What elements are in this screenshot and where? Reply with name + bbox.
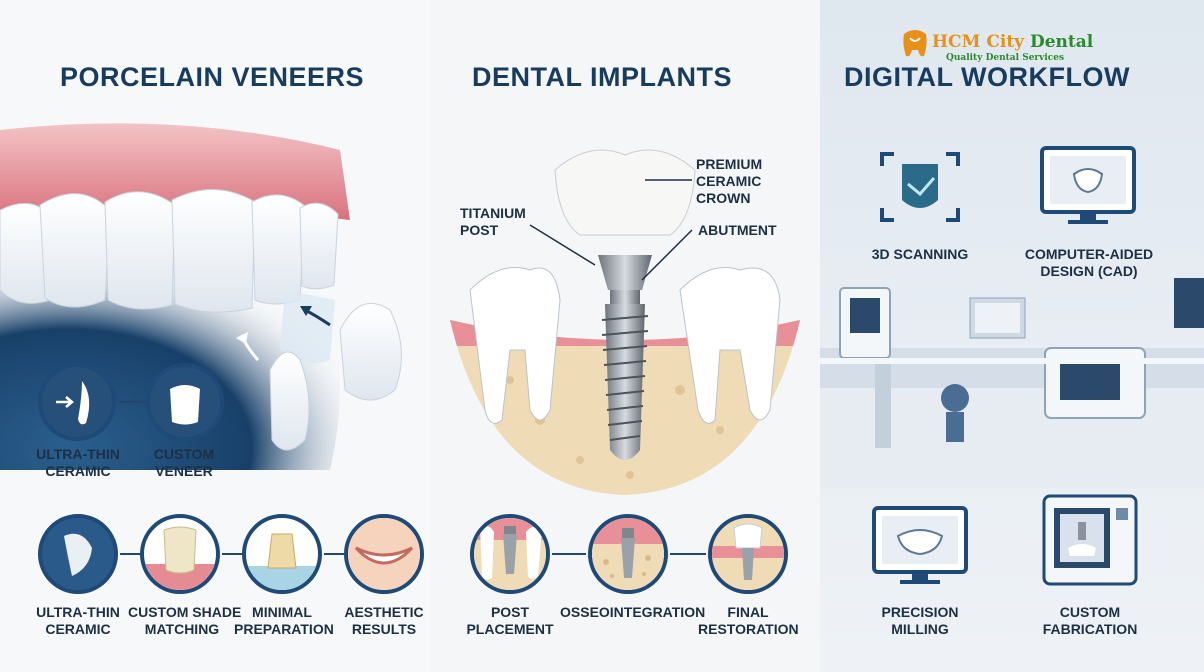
- implant-cross-section: [450, 149, 800, 495]
- mini-label-line: CERAMIC: [45, 463, 111, 479]
- shade-tooth-icon: [144, 526, 216, 590]
- step-label-line: PLACEMENT: [466, 621, 554, 637]
- step-label-line: CERAMIC: [45, 621, 111, 637]
- workflow-label-line: PRECISION: [881, 604, 959, 620]
- step-final-restoration-circle: [708, 514, 788, 594]
- crown-callout: PREMIUM CERAMIC CROWN: [696, 156, 762, 207]
- step-label-line: PREPARATION: [234, 621, 334, 637]
- callout-line: ABUTMENT: [698, 222, 777, 238]
- step-label-line: OSSEOINTEGRATION: [560, 604, 706, 620]
- tooth-logo-icon: [903, 30, 927, 57]
- workflow-label-line: 3D SCANNING: [871, 246, 969, 262]
- step-post-placement-circle: [470, 514, 550, 594]
- callout-line: TITANIUM: [460, 205, 526, 221]
- callout-line: PREMIUM: [696, 156, 763, 172]
- step-label-line: CUSTOM SHADE: [128, 604, 242, 620]
- step-label-line: RESTORATION: [698, 621, 799, 637]
- callout-line: POST: [460, 222, 499, 238]
- implants-panel: DENTAL IMPLANTS: [430, 0, 820, 672]
- final-crown-icon: [712, 518, 784, 590]
- callout-line: CERAMIC: [696, 173, 762, 189]
- step-label-line: ULTRA-THIN: [36, 604, 120, 620]
- implant-post-icon: [474, 518, 546, 590]
- digital-panel: DIGITAL WORKFLOW 3D SCANNING COMPUTER-AI…: [820, 0, 1204, 672]
- ultra-thin-mini-circle: [38, 363, 116, 441]
- step-label-line: MATCHING: [144, 621, 220, 637]
- mini-label-line: ULTRA-THIN: [36, 446, 120, 462]
- step-results-circle: [344, 514, 424, 594]
- veneers-title: PORCELAIN VENEERS: [60, 62, 365, 92]
- brand-name-part2: Dental: [1024, 32, 1094, 52]
- step-ultra-thin-circle: [38, 514, 118, 594]
- dental-lab-illustration: [820, 278, 1204, 488]
- brand-name: HCM City Dental: [932, 32, 1093, 52]
- prepared-tooth-icon: [246, 533, 318, 590]
- custom-veneer-mini-circle: [146, 363, 224, 441]
- workflow-label-line: COMPUTER-AIDED: [1024, 246, 1154, 262]
- step-label-line: FINAL: [727, 604, 769, 620]
- workflow-label-line: DESIGN (CAD): [1040, 263, 1138, 279]
- mini-label-line: VENEER: [155, 463, 213, 479]
- step-label-line: AESTHETIC: [344, 604, 424, 620]
- digital-title: DIGITAL WORKFLOW: [844, 62, 1130, 92]
- workflow-label-line: MILLING: [891, 621, 949, 637]
- step-label-line: RESULTS: [351, 621, 417, 637]
- brand-subtitle: Quality Dental Services: [946, 53, 1065, 63]
- brand-name-part1: HCM City: [932, 32, 1025, 52]
- step-osseointegration-circle: [588, 514, 668, 594]
- implants-title: DENTAL IMPLANTS: [472, 62, 732, 92]
- scanner-face-icon: [880, 152, 960, 222]
- cad-monitor-icon: [1040, 146, 1136, 224]
- thin-shell-icon: [56, 381, 90, 425]
- milling-monitor-icon: [872, 506, 968, 584]
- step-preparation-circle: [242, 514, 322, 594]
- veneer-shell-icon: [64, 533, 92, 576]
- veneers-panel: PORCELAIN VENEERS: [0, 0, 430, 672]
- step-label-line: MINIMAL: [252, 604, 312, 620]
- fabrication-machine-icon: [1042, 494, 1138, 586]
- step-label-line: POST: [490, 604, 530, 620]
- workflow-label-line: FABRICATION: [1042, 621, 1138, 637]
- mini-label-line: CUSTOM: [153, 446, 215, 462]
- veneer-tooth-icon: [170, 385, 200, 425]
- callout-line: CROWN: [696, 190, 751, 206]
- post-callout: TITANIUM POST: [460, 205, 526, 239]
- step-shade-circle: [140, 514, 220, 594]
- workflow-label-line: CUSTOM: [1059, 604, 1121, 620]
- osseointegration-icon: [592, 518, 664, 590]
- smile-icon: [348, 518, 420, 590]
- abutment-callout: ABUTMENT: [698, 222, 777, 239]
